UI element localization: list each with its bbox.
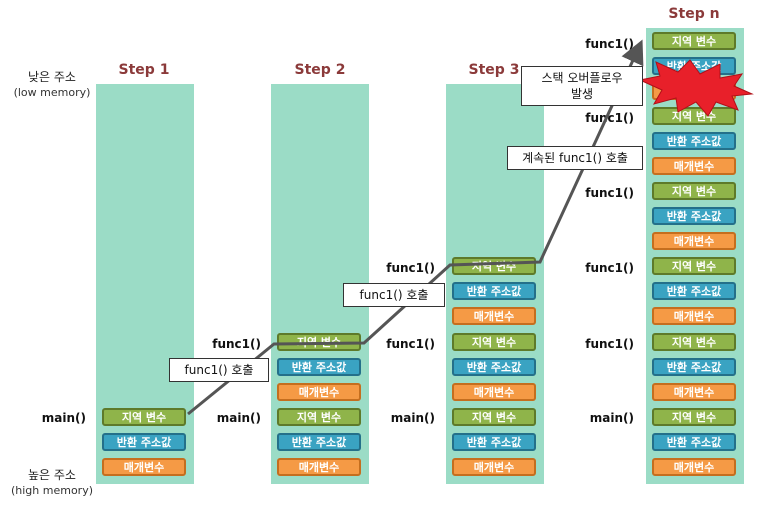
- step-title-3: Step 3: [468, 62, 520, 78]
- step1-main-ret: 반환 주소값: [102, 433, 186, 451]
- step3-func1b-label: func1(): [386, 261, 435, 275]
- callout-call-step3: func1() 호출: [343, 283, 445, 307]
- low-address-sub: (low memory): [13, 86, 91, 99]
- step3-main-local: 지역 변수: [452, 408, 536, 426]
- step1-main-local: 지역 변수: [102, 408, 186, 426]
- stepn-func1-2-local: 지역 변수: [652, 333, 736, 351]
- high-address-label: 높은 주소 (high memory): [0, 468, 112, 498]
- stepn-func1-3-label: func1(): [585, 261, 634, 275]
- stepn-main-ret: 반환 주소값: [652, 433, 736, 451]
- callout-stack-overflow: 스택 오버플로우 발생: [521, 66, 643, 106]
- step2-func1-label: func1(): [212, 337, 261, 351]
- low-address-text: 낮은 주소: [28, 70, 76, 84]
- stepn-func1-3-ret: 반환 주소값: [652, 282, 736, 300]
- stepn-func1-6-local: 지역 변수: [652, 32, 736, 50]
- step1-main-label: main(): [41, 411, 86, 425]
- stepn-func1-2-ret: 반환 주소값: [652, 358, 736, 376]
- stepn-func1-4-label: func1(): [585, 186, 634, 200]
- step2-main-ret: 반환 주소값: [277, 433, 361, 451]
- step-title-n: Step n: [668, 6, 720, 22]
- step2-func1-ret: 반환 주소값: [277, 358, 361, 376]
- step3-main-param: 매개변수: [452, 458, 536, 476]
- step3-func1a-label: func1(): [386, 337, 435, 351]
- step-title-1: Step 1: [118, 62, 170, 78]
- stepn-func1-3-local: 지역 변수: [652, 257, 736, 275]
- overflow-text-line2: 발생: [570, 87, 594, 101]
- step1-main-param: 매개변수: [102, 458, 186, 476]
- step3-main-ret: 반환 주소값: [452, 433, 536, 451]
- stepn-func1-5-param: 매개변수: [652, 157, 736, 175]
- stepn-func1-2-param: 매개변수: [652, 383, 736, 401]
- step2-main-local: 지역 변수: [277, 408, 361, 426]
- overflow-burst-icon: [638, 59, 754, 117]
- stepn-main-param: 매개변수: [652, 458, 736, 476]
- callout-continued-call: 계속된 func1() 호출: [507, 146, 643, 170]
- stepn-func1-2-label: func1(): [585, 337, 634, 351]
- step3-func1a-ret: 반환 주소값: [452, 358, 536, 376]
- low-address-label: 낮은 주소 (low memory): [0, 70, 112, 100]
- stepn-main-local: 지역 변수: [652, 408, 736, 426]
- stepn-func1-4-param: 매개변수: [652, 232, 736, 250]
- step3-func1a-local: 지역 변수: [452, 333, 536, 351]
- stepn-func1-4-ret: 반환 주소값: [652, 207, 736, 225]
- step-title-2: Step 2: [294, 62, 346, 78]
- step2-func1-param: 매개변수: [277, 383, 361, 401]
- stepn-func1-5-label: func1(): [585, 111, 634, 125]
- step2-main-label: main(): [216, 411, 261, 425]
- stepn-func1-5-ret: 반환 주소값: [652, 132, 736, 150]
- step3-func1b-param: 매개변수: [452, 307, 536, 325]
- overflow-text-line1: 스택 오버플로우: [541, 71, 623, 85]
- high-address-text: 높은 주소: [28, 468, 76, 482]
- stepn-main-label: main(): [589, 411, 634, 425]
- step3-main-label: main(): [390, 411, 435, 425]
- step3-func1b-ret: 반환 주소값: [452, 282, 536, 300]
- step3-func1a-param: 매개변수: [452, 383, 536, 401]
- high-address-sub: (high memory): [10, 484, 94, 497]
- callout-call-step2: func1() 호출: [169, 358, 269, 382]
- step2-main-param: 매개변수: [277, 458, 361, 476]
- stepn-func1-3-param: 매개변수: [652, 307, 736, 325]
- stepn-func1-4-local: 지역 변수: [652, 182, 736, 200]
